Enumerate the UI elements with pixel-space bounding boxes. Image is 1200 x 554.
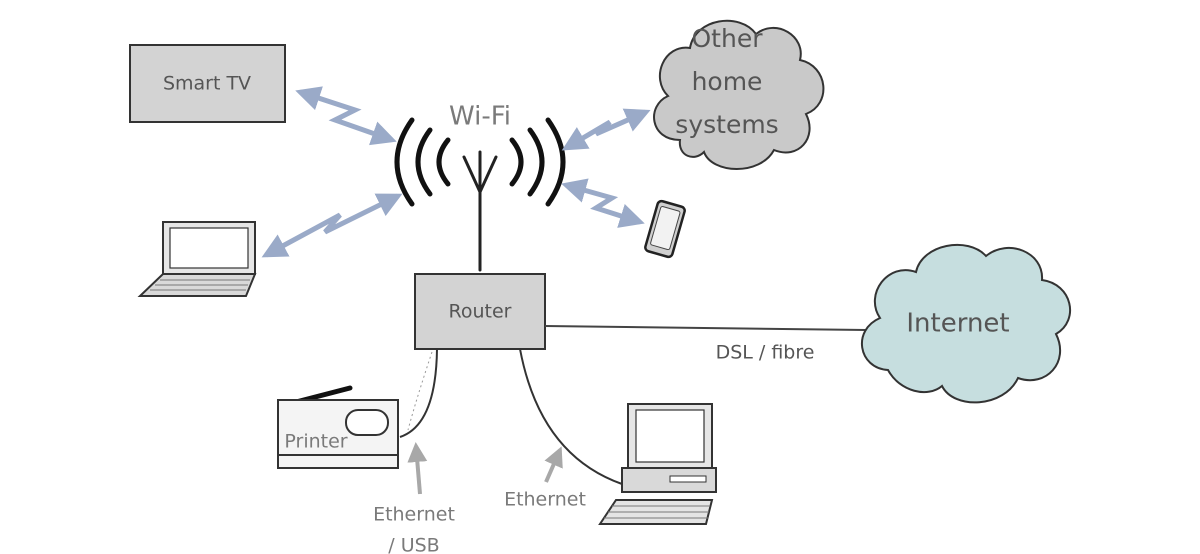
ethernet-usb-pointer-arrow [407,442,428,495]
printer-node: Printer [277,385,399,469]
internet-cloud-shape [861,243,1072,404]
router-printer-cable-dotted [407,351,433,431]
desktop-computer-icon [598,403,717,525]
cloud-wifi-link [561,108,651,151]
ethernet-pointer-arrow [544,446,563,483]
router-printer-cable [399,348,438,438]
wireless-links [261,86,651,258]
smart-tv-box [129,44,286,123]
router-node: Router [414,273,546,350]
wifi-label: Wi-Fi [449,102,511,132]
router-label: Router [449,301,512,323]
smart-tv-label: Smart TV [163,73,251,95]
ethernet-usb-label-line1: Ethernet [373,504,455,526]
laptop-wifi-link [261,193,403,258]
laptop-icon [137,221,257,297]
phone-icon [644,199,686,259]
dsl-fibre-line [544,325,867,331]
wifi-antenna: Wi-Fi [394,102,566,272]
printer-panel-icon [345,409,389,436]
other-home-line1: Other [692,24,764,53]
other-home-line3: systems [675,110,778,139]
ethernet-label: Ethernet [504,489,586,511]
phone-wifi-link [561,178,645,228]
dsl-fibre-label: DSL / fibre [716,342,815,364]
smart-tv-node: Smart TV [129,44,286,123]
router-desktop-cable [519,348,623,485]
tv-wifi-link [295,86,397,146]
other-home-line2: home [692,67,763,96]
cloud-shape [653,19,825,170]
wifi-waves-right-icon [509,117,566,207]
router-box [414,273,546,350]
internet-cloud: Internet [861,243,1072,404]
other-home-systems-cloud: Other home systems [653,19,825,170]
internet-label: Internet [906,309,1009,339]
antenna-icon [462,150,498,272]
ethernet-usb-label-line2: / USB [388,535,439,554]
printer-label: Printer [284,431,347,453]
wifi-waves-left-icon [394,117,451,207]
